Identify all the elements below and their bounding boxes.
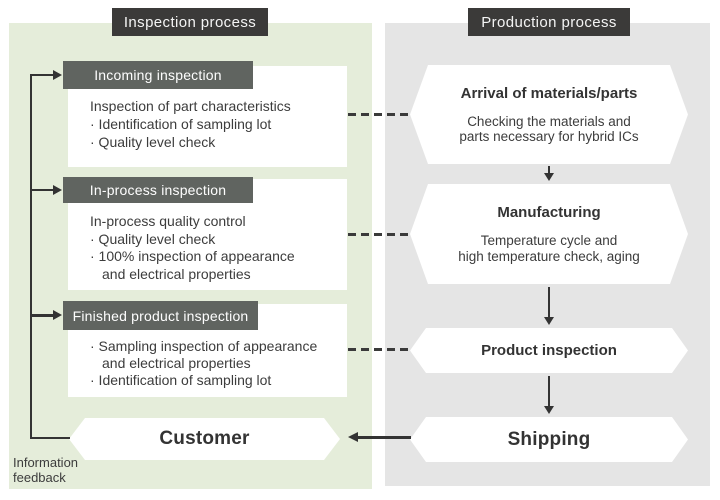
feedback-branch-finished [29,314,53,317]
description-line: Temperature cycle and [480,233,618,248]
feedback-label-line: feedback [13,470,66,485]
arrow-down-icon [543,406,554,414]
finished-product-inspection-header: Finished product inspection [63,301,258,330]
in-process-inspection-details: In-process quality control · Quality lev… [90,213,295,283]
shipping-step: Shipping [410,417,688,462]
flow-arrow-manufacturing-to-product-inspection [547,287,551,318]
feedback-branch-incoming [29,73,53,77]
customer-node: Customer [69,418,340,460]
shipping-to-customer-arrow [357,436,411,439]
arrow-right-icon [52,310,62,320]
step-title: Arrival of materials/parts [460,84,638,102]
detail-line: · Identification of sampling lot [90,372,272,388]
feedback-vertical-line [29,74,32,439]
step-title: Manufacturing [497,204,601,221]
incoming-inspection-header: Incoming inspection [63,61,253,89]
feedback-line-from-customer [29,436,70,439]
description-line: Checking the materials and [467,113,631,129]
step-title: Product inspection [481,342,617,359]
flow-arrow-product-inspection-to-shipping [547,376,551,407]
arrival-step: Arrival of materials/parts Checking the … [410,65,688,164]
step-title: Shipping [507,428,591,450]
arrow-right-icon [52,184,62,195]
feedback-label-line: Information [13,455,79,470]
arrow-right-icon [52,69,62,80]
description-line: high temperature check, aging [458,248,640,264]
incoming-inspection-details: Inspection of part characteristics · Ide… [90,97,291,151]
inspection-process-title: Inspection process [112,8,268,36]
detail-line: · 100% inspection of appearance [90,248,295,264]
detail-line: and electrical properties [102,355,251,371]
production-process-title: Production process [468,8,630,36]
dashed-link-finished-to-product-inspection [348,347,409,351]
arrow-down-icon [543,317,554,325]
product-inspection-step: Product inspection [410,328,688,373]
detail-line: · Quality level check [90,230,216,247]
detail-line: · Sampling inspection of appearance [90,338,318,354]
description-line: parts necessary for hybrid ICs [459,129,639,144]
step-description: Temperature cycle and high temperature c… [458,233,640,264]
feedback-branch-inprocess [29,188,53,192]
flow-arrow-arrival-to-manufacturing [547,166,551,175]
detail-line: · Quality level check [90,134,216,150]
arrow-left-icon [348,432,358,442]
arrow-down-icon [543,173,554,181]
step-description: Checking the materials and parts necessa… [459,114,638,145]
detail-line: Inspection of part characteristics [90,98,291,114]
in-process-inspection-header: In-process inspection [63,177,253,203]
detail-line: · Identification of sampling lot [90,116,272,132]
customer-label: Customer [159,428,250,449]
finished-product-inspection-details: · Sampling inspection of appearance and … [90,338,317,389]
manufacturing-step: Manufacturing Temperature cycle and high… [410,184,688,284]
dashed-link-incoming-to-arrival [348,112,409,116]
dashed-link-inprocess-to-manufacturing [348,232,409,236]
detail-line: In-process quality control [90,213,246,229]
detail-line: and electrical properties [102,265,251,282]
information-feedback-label: Information feedback [13,455,78,485]
